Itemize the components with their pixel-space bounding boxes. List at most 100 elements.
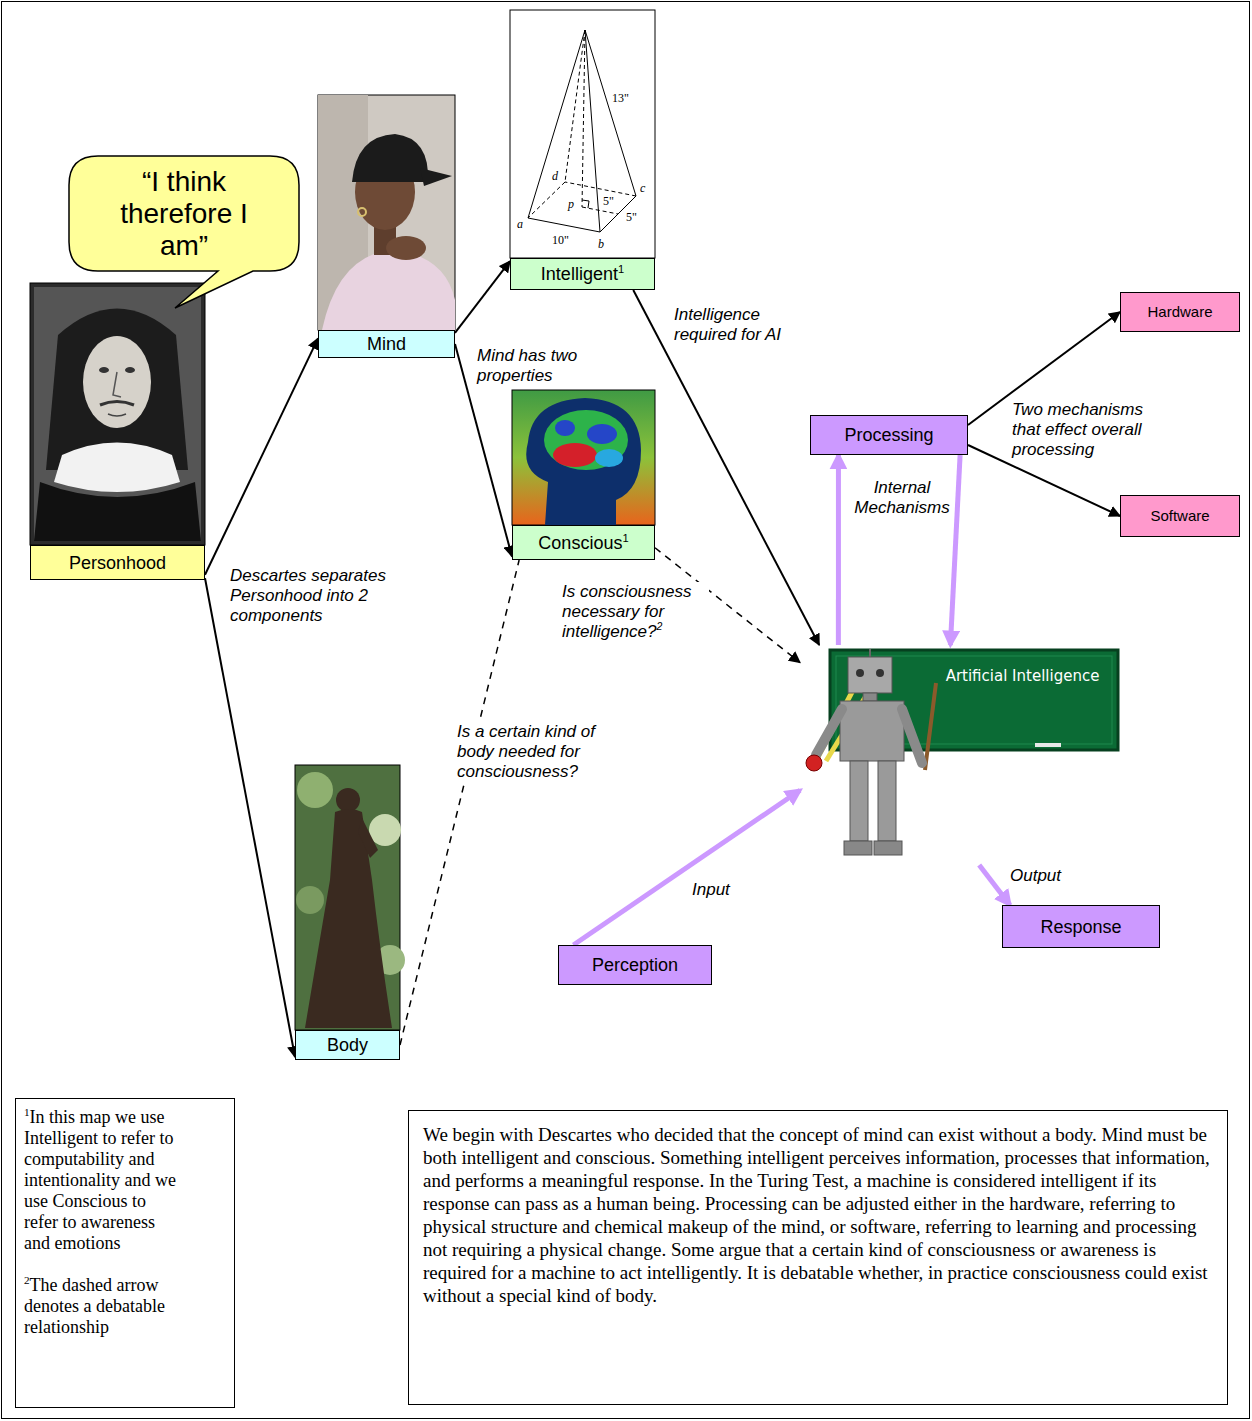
descartes-portrait xyxy=(30,283,205,545)
node-text: The dashed arrow denotes a debatable rel… xyxy=(24,1275,165,1337)
edge-label: Is a certain kind of body needed for con… xyxy=(457,722,595,781)
figure-dimension: 13" xyxy=(612,92,629,105)
edge-label: Is consciousness necessary for intellige… xyxy=(562,582,691,641)
text-group: We begin with Descartes who decided that… xyxy=(423,1123,1213,1307)
brain-picture xyxy=(555,420,575,436)
mind-photo xyxy=(386,236,426,260)
statue-photo xyxy=(336,788,360,812)
node-text: Mind xyxy=(367,334,406,354)
label-box: Mind xyxy=(318,330,455,358)
pyramid-figure xyxy=(582,30,585,207)
mind-photo xyxy=(318,95,455,330)
edge-label-patch: Is consciousness necessary for intellige… xyxy=(560,582,709,642)
chalkboard: Artificial Intelligence xyxy=(800,645,1120,865)
text-group: Artificial Intelligence xyxy=(945,667,1100,686)
robot-chalkboard xyxy=(1035,743,1061,747)
descartes-portrait xyxy=(54,443,180,493)
edge-label-patch: Output xyxy=(1008,866,1063,886)
connector xyxy=(979,865,1010,905)
statue-photo xyxy=(297,772,333,808)
connector xyxy=(455,261,510,333)
annotation: Mind has two properties xyxy=(475,346,614,386)
node-text: In this map we use Intelligent to refer … xyxy=(24,1107,176,1253)
brain-picture xyxy=(544,410,628,470)
connector xyxy=(836,455,841,645)
node-text: Processing xyxy=(844,425,933,445)
statue-photo xyxy=(295,765,405,1030)
footnote-mark: 1 xyxy=(618,263,624,275)
footnote-box: 1In this map we use Intelligent to refer… xyxy=(15,1098,235,1408)
edge-label: Input xyxy=(692,880,730,899)
edge-label-patch: Is a certain kind of body needed for con… xyxy=(455,722,637,782)
text-group: Personhood xyxy=(35,552,200,574)
edge-label-patch: Input xyxy=(690,880,732,900)
node-text: Conscious xyxy=(538,533,622,553)
pyramid-figure xyxy=(565,30,585,182)
footnote-mark: 2 xyxy=(657,620,663,632)
mind-photo xyxy=(318,95,455,330)
process-box: Perception xyxy=(558,945,712,985)
pyramid-figure xyxy=(528,182,565,218)
robot-chalkboard xyxy=(876,669,884,677)
text-group: “I think therefore I am” xyxy=(112,166,256,262)
node-text: “I think therefore I am” xyxy=(120,166,248,261)
statue-photo xyxy=(305,809,392,1028)
mind-photo xyxy=(420,168,452,186)
robot-chalkboard xyxy=(850,761,868,841)
statue-photo xyxy=(296,886,324,914)
figure-dimension: 10" xyxy=(552,234,569,247)
label-box: Personhood xyxy=(30,545,205,580)
edge-label: Output xyxy=(1010,866,1061,885)
pyramid-figure xyxy=(510,10,655,258)
node-text: Software xyxy=(1150,507,1209,524)
statue-photo xyxy=(295,765,400,1030)
robot-chalkboard xyxy=(806,755,822,771)
brain-picture xyxy=(553,443,597,467)
pyramid-figure xyxy=(510,10,655,258)
robot-chalkboard xyxy=(856,669,864,677)
statue-photo xyxy=(358,818,378,858)
pyramid-figure xyxy=(582,207,618,214)
connector xyxy=(205,338,318,574)
mind-photo xyxy=(352,134,428,182)
figure-dimension: 5" xyxy=(626,211,637,224)
connectors xyxy=(205,261,1120,1057)
descartes-portrait xyxy=(100,402,134,406)
descartes-portrait xyxy=(113,372,121,397)
figure-dimension: 5" xyxy=(603,195,614,208)
node-text: We begin with Descartes who decided that… xyxy=(423,1124,1210,1306)
pyramid-figure xyxy=(565,182,636,196)
dashed-connector xyxy=(400,560,519,1045)
speech-bubble: “I think therefore I am” xyxy=(68,155,300,272)
pyramid-figure xyxy=(528,218,600,232)
footnote-mark: 1 xyxy=(622,532,628,544)
figure-dimension: a xyxy=(517,218,523,231)
figure-dimension: d xyxy=(552,170,558,183)
process-box: Response xyxy=(1002,905,1160,948)
robot-chalkboard xyxy=(848,657,892,693)
process-box: Processing xyxy=(810,415,968,455)
pyramid-figure xyxy=(528,30,585,218)
connector xyxy=(573,790,800,945)
descartes-portrait xyxy=(99,367,109,373)
brain-picture xyxy=(512,390,655,525)
pyramid-figure xyxy=(582,200,589,208)
robot-chalkboard xyxy=(844,841,872,855)
mind-photo xyxy=(322,250,455,330)
node-text: Intelligent xyxy=(541,264,618,284)
node-text: Response xyxy=(1040,917,1121,937)
robot-chalkboard xyxy=(902,709,922,763)
robot-chalkboard xyxy=(840,701,904,761)
robot-chalkboard xyxy=(878,761,896,841)
node-text: Personhood xyxy=(69,553,166,573)
descartes-portrait xyxy=(34,482,201,541)
text-box: We begin with Descartes who decided that… xyxy=(408,1110,1228,1405)
footnote-mark: 2 xyxy=(24,1274,30,1286)
text-group: Mind xyxy=(323,333,450,355)
text-group: 2The dashed arrow denotes a debatable re… xyxy=(24,1275,184,1338)
pyramid-figure xyxy=(585,30,636,196)
robot-chalkboard xyxy=(816,709,842,755)
brain-picture xyxy=(595,449,623,467)
text-group: Body xyxy=(300,1034,395,1056)
